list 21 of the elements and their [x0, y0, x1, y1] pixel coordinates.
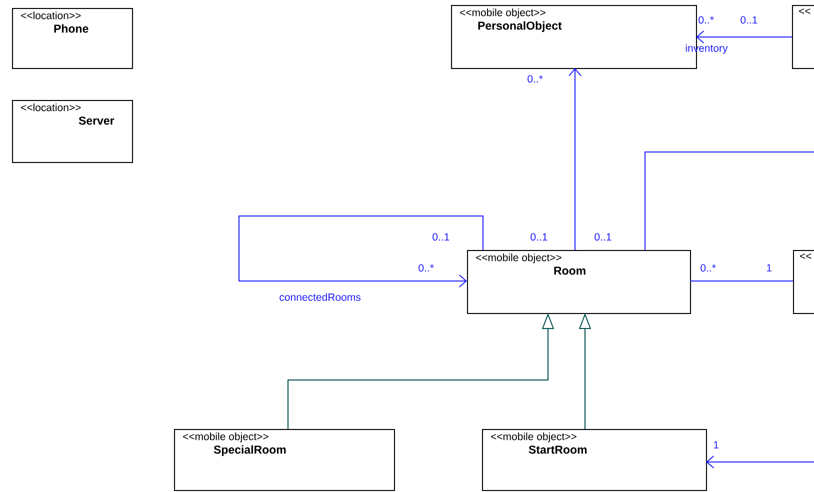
class-box: <<location>> Server [12, 100, 133, 163]
class-box: <<location>> Phone [12, 8, 133, 69]
class-box: << [793, 250, 814, 314]
multiplicity-label: 0..1 [432, 233, 450, 241]
multiplicity-label: 0..1 [740, 16, 758, 24]
association-arrow [568, 68, 582, 250]
class-box: <<mobile object>> Room [467, 250, 691, 314]
association-arrow [696, 30, 792, 44]
association-line [690, 280, 794, 282]
multiplicity-label: 0..1 [530, 233, 548, 241]
multiplicity-label: 0..* [700, 264, 716, 272]
association-line [644, 152, 814, 250]
multiplicity-label: 0..1 [594, 233, 612, 241]
class-box: <<mobile object>> StartRoom [482, 429, 707, 491]
class-box: <<mobile object>> SpecialRoom [174, 429, 395, 491]
multiplicity-label: 0..* [418, 264, 434, 272]
association-arrow [238, 216, 484, 288]
multiplicity-label: 1 [767, 264, 772, 272]
class-box: << [792, 5, 814, 69]
edge-label: connectedRooms [280, 293, 361, 301]
association-arrow [706, 456, 814, 468]
